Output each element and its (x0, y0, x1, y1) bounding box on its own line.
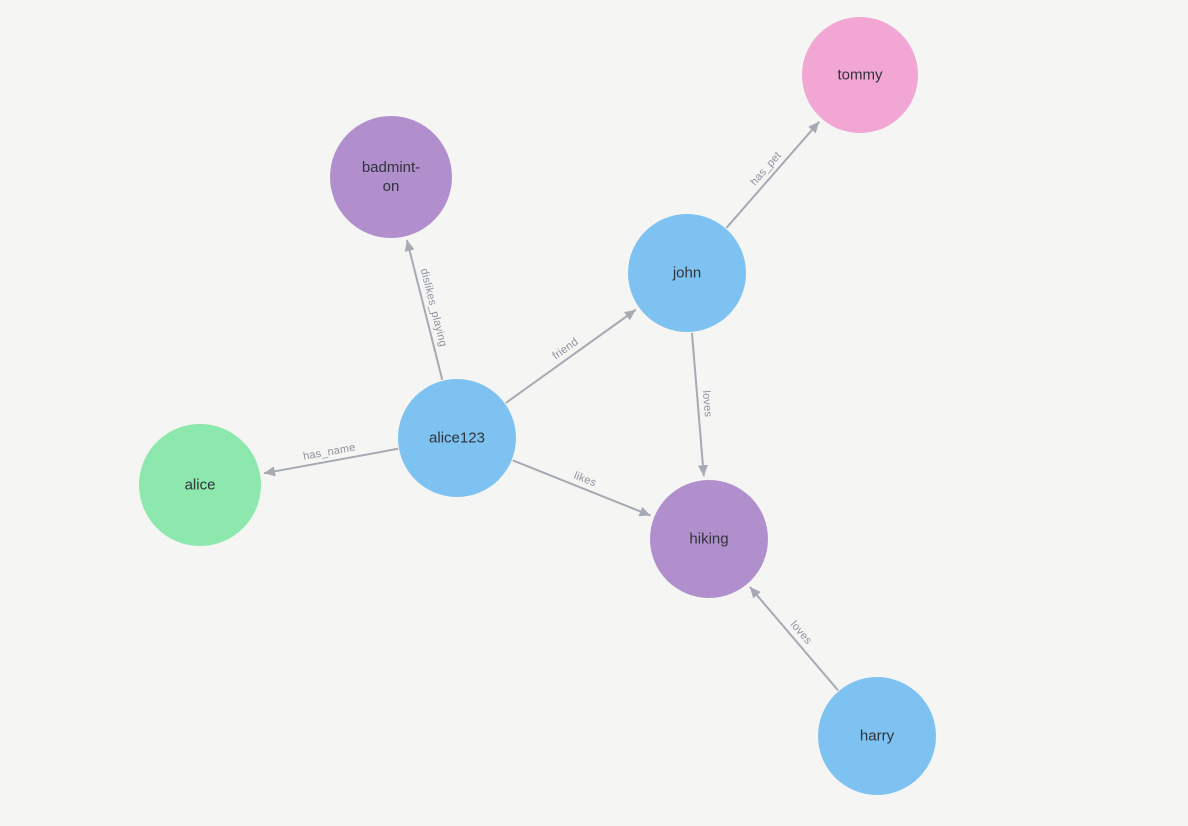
graph-node-hiking[interactable]: hiking (650, 480, 768, 598)
graph-edge-alice123-badminton[interactable]: dislikes_playing (404, 239, 449, 381)
graph-node-alice[interactable]: alice (139, 424, 261, 546)
edge-label: loves (788, 619, 815, 647)
graph-edge-alice123-john[interactable]: friend (505, 308, 637, 404)
node-circle[interactable] (139, 424, 261, 546)
edge-label: has_name (302, 442, 356, 463)
edge-label: friend (550, 336, 580, 362)
node-circle[interactable] (650, 480, 768, 598)
edge-label: loves (700, 390, 714, 418)
node-circle[interactable] (398, 379, 516, 497)
graph-node-badminton[interactable]: badmint-on (330, 116, 452, 238)
graph-edge-harry-hiking[interactable]: loves (749, 586, 839, 691)
graph-node-harry[interactable]: harry (818, 677, 936, 795)
graph-edge-alice123-hiking[interactable]: likes (512, 459, 651, 517)
graph-edge-john-hiking[interactable]: loves (690, 332, 714, 477)
graph-edge-john-tommy[interactable]: has_pet (725, 121, 820, 229)
node-circle[interactable] (818, 677, 936, 795)
node-circle[interactable] (628, 214, 746, 332)
graph-edge-alice123-alice[interactable]: has_name (263, 442, 399, 477)
graph-node-alice123[interactable]: alice123 (398, 379, 516, 497)
nodes-layer: tommy badmint-on john alice123 alice hiking ha… (139, 17, 936, 795)
node-circle[interactable] (330, 116, 452, 238)
graph-node-john[interactable]: john (628, 214, 746, 332)
edge-label: dislikes_playing (418, 267, 449, 348)
node-circle[interactable] (802, 17, 918, 133)
graph-node-tommy[interactable]: tommy (802, 17, 918, 133)
